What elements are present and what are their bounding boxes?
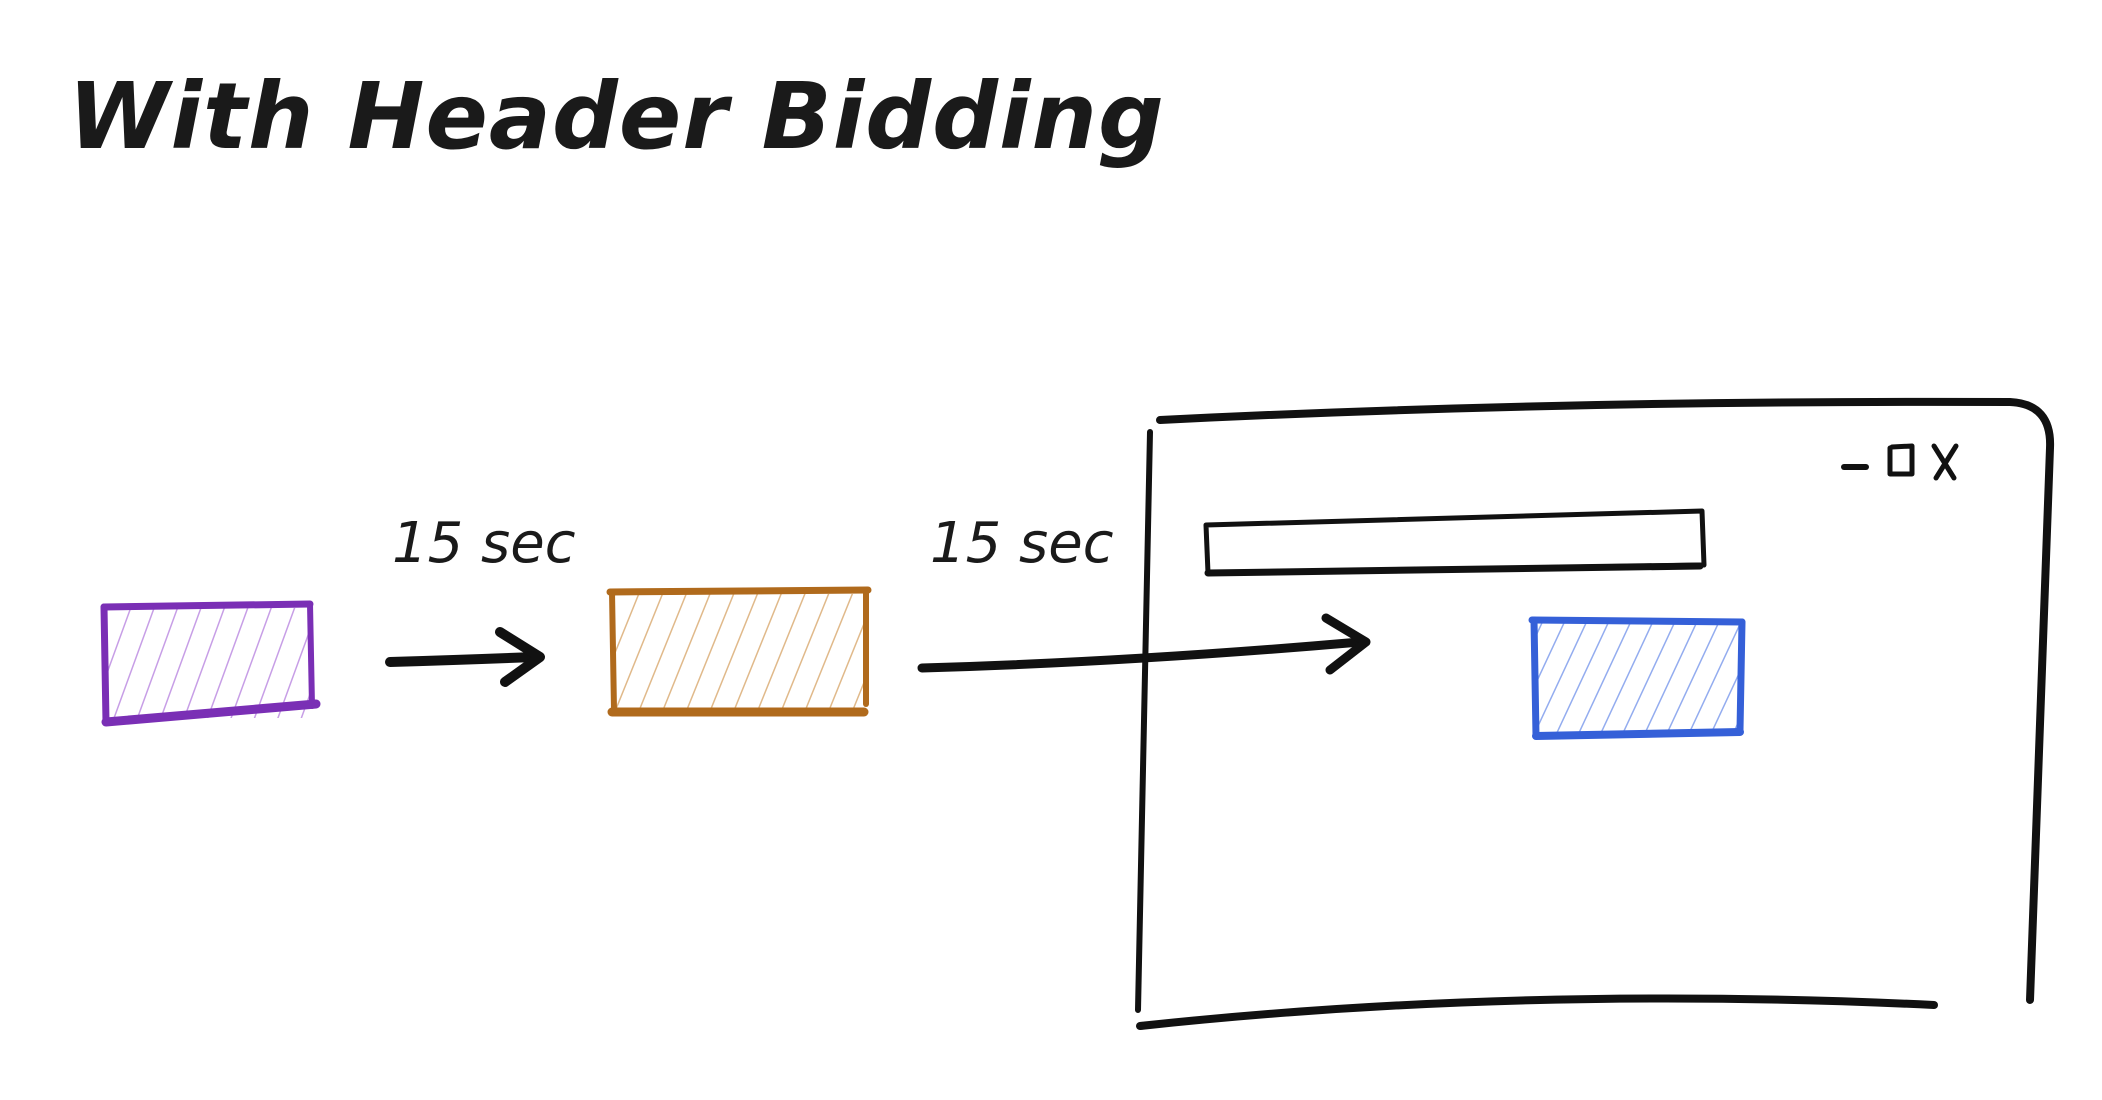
close-icon[interactable] — [1931, 443, 1959, 481]
window-controls — [1841, 443, 1959, 481]
step-2-duration: 15 sec — [930, 511, 1114, 576]
maximize-icon[interactable] — [1887, 443, 1915, 477]
ad-slot — [1528, 616, 1746, 740]
arrow-1 — [385, 627, 545, 687]
step-1-duration: 15 sec — [392, 511, 576, 576]
address-bar[interactable] — [1203, 508, 1707, 577]
diagram-title: With Header Bidding — [68, 63, 1165, 170]
second-bidder-box — [606, 586, 872, 717]
arrow-2 — [917, 613, 1371, 675]
first-bidder-box — [100, 600, 321, 727]
browser-window — [1135, 397, 2055, 1030]
